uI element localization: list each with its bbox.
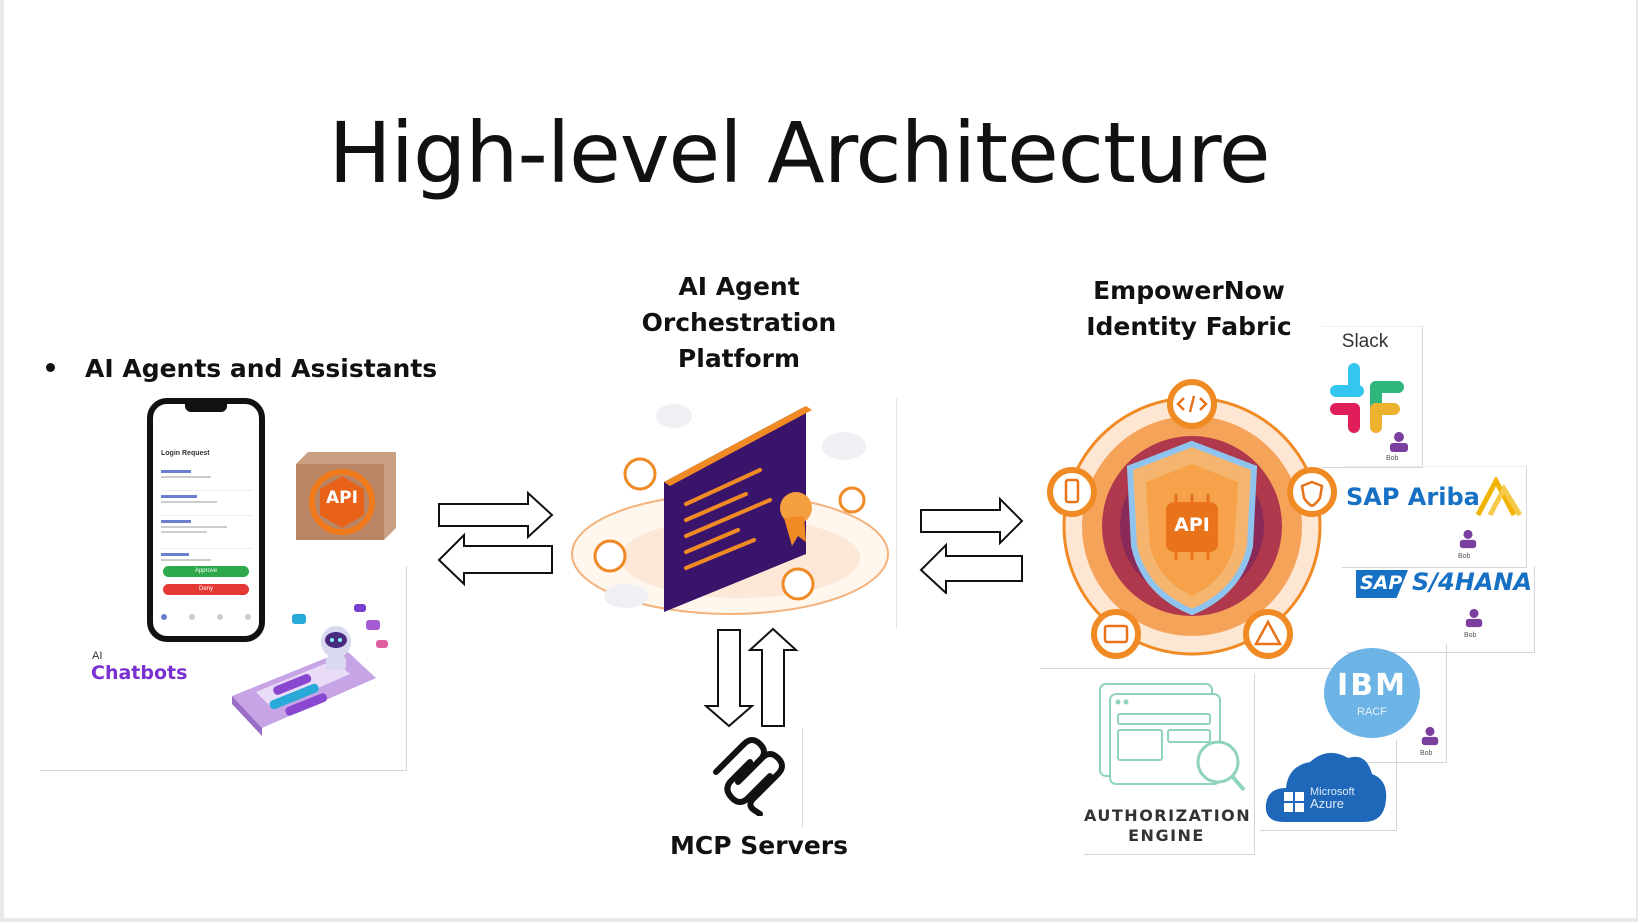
- sap-s4-badge-text: SAP: [1360, 572, 1403, 594]
- person-icon: [1421, 726, 1439, 746]
- api-cube-icon: API: [296, 452, 396, 540]
- phone-list: [161, 466, 253, 575]
- authorization-engine-label: AUTHORIZATION ENGINE: [1084, 806, 1252, 846]
- phone-list-row: [161, 495, 253, 516]
- phone-list-row: [161, 553, 253, 575]
- left-exchange-arrows: [437, 490, 554, 587]
- ibm-racf-circle: IBM RACF: [1324, 648, 1420, 738]
- azure-cloud-icon: [1265, 752, 1387, 822]
- person-caption: Bob: [1420, 750, 1433, 757]
- mcp-servers-label: MCP Servers: [669, 831, 848, 860]
- mcp-exchange-arrows: [704, 627, 799, 728]
- phone-mockup: Login Request Approve Deny: [147, 398, 265, 642]
- ibm-racf-card: IBM RACF Bob: [1316, 644, 1447, 763]
- phone-tabbar: [161, 614, 251, 626]
- person-icon: [1390, 432, 1408, 452]
- authorization-engine-line: ENGINE: [1128, 826, 1205, 845]
- orchestration-title-line: Platform: [677, 344, 801, 373]
- identity-fabric-title: EmpowerNow Identity Fabric: [1064, 273, 1314, 345]
- chatbot-phone-illustration: [226, 600, 396, 740]
- sap-ariba-card: SAP Ariba Bob: [1342, 466, 1527, 568]
- phone-deny-button: Deny: [163, 584, 249, 595]
- person-icon: [1465, 608, 1483, 628]
- azure-card: Microsoft Azure: [1260, 740, 1397, 831]
- orchestration-title-line: AI Agent: [678, 272, 800, 301]
- mcp-logo-icon: [713, 737, 785, 816]
- authorization-engine-line: AUTHORIZATION: [1084, 806, 1252, 825]
- ai-agents-bullet: AI Agents and Assistants: [46, 354, 437, 383]
- identity-fabric-title-line: Identity Fabric: [1086, 312, 1292, 341]
- phone-approve-button: Approve: [163, 566, 249, 577]
- orchestration-platform-illustration: [570, 398, 897, 628]
- sap-ariba-label: SAP Ariba: [1346, 483, 1480, 511]
- bullet-dot: [46, 362, 55, 372]
- person-caption: Bob: [1386, 455, 1399, 462]
- slide: High-level Architecture AI Agents and As…: [4, 0, 1636, 918]
- orchestration-title-line: Orchestration: [641, 308, 837, 337]
- chatbots-small-label: AI: [92, 650, 103, 662]
- identity-fabric-title-line: EmpowerNow: [1093, 276, 1285, 305]
- racf-label: RACF: [1357, 706, 1387, 718]
- right-exchange-arrows: [919, 496, 1024, 594]
- s4hana-label: S/4HANA: [1412, 568, 1533, 596]
- azure-label-line: Azure: [1310, 796, 1344, 811]
- phone-notch: [185, 404, 227, 412]
- ariba-logo-icon: [1476, 477, 1523, 517]
- ai-agents-card-border: [40, 566, 407, 771]
- chatbots-label: Chatbots: [91, 662, 188, 684]
- ai-agents-label: AI Agents and Assistants: [85, 354, 438, 383]
- api-shield-label: API: [1174, 514, 1210, 536]
- person-caption: Bob: [1464, 632, 1477, 639]
- person-caption: Bob: [1458, 553, 1471, 560]
- phone-list-row: [161, 520, 253, 549]
- identity-fabric-wheel: API: [1040, 378, 1350, 669]
- sap-s4-badge: SAP: [1356, 570, 1408, 598]
- slack-label: Slack: [1341, 331, 1389, 352]
- azure-label: Microsoft Azure: [1310, 786, 1355, 810]
- phone-list-row: [161, 470, 253, 491]
- slack-card: Slack Bob: [1322, 326, 1423, 468]
- azure-label-line: Microsoft: [1310, 786, 1355, 798]
- api-cube-label: API: [326, 488, 358, 508]
- ibm-label: IBM: [1337, 668, 1407, 703]
- person-icon: [1459, 529, 1477, 549]
- phone-header: Login Request: [161, 450, 210, 457]
- sap-s4hana-card: SAP S/4HANA Bob: [1346, 566, 1535, 653]
- page-title: High-level Architecture: [328, 104, 1270, 202]
- orchestration-title: AI Agent Orchestration Platform: [604, 269, 874, 377]
- authorization-engine-card: AUTHORIZATION ENGINE: [1084, 674, 1255, 855]
- mcp-logo-card: [704, 728, 803, 828]
- slack-icon: [1330, 363, 1404, 433]
